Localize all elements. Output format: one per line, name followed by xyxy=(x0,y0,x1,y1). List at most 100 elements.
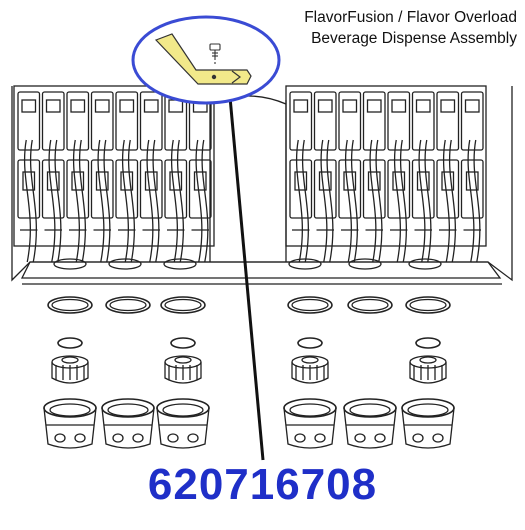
o-ring-large xyxy=(105,296,151,314)
valve-window xyxy=(416,171,430,191)
o-ring-large-inner xyxy=(291,298,329,312)
valve-window xyxy=(465,171,479,191)
cup-body xyxy=(283,407,337,449)
tube xyxy=(48,139,56,263)
tube xyxy=(103,139,111,263)
valve-upper xyxy=(139,91,163,151)
tube xyxy=(127,139,135,263)
cup-port xyxy=(167,433,179,443)
tube xyxy=(399,139,407,263)
valve-lower xyxy=(436,159,460,219)
cup-port xyxy=(132,433,144,443)
cup-port xyxy=(432,433,444,443)
cup-body xyxy=(156,407,210,449)
callout-highlight xyxy=(131,15,281,105)
valve-lower xyxy=(188,159,212,219)
tube xyxy=(195,139,203,263)
valve-window xyxy=(318,171,332,191)
tube xyxy=(152,139,160,263)
highlight-ellipse xyxy=(131,15,281,105)
valve-cap xyxy=(21,99,37,113)
tube xyxy=(326,139,334,263)
valve-window xyxy=(22,171,36,191)
valve-upper xyxy=(362,91,386,151)
cup-rim-inner xyxy=(49,403,91,417)
nozzle-body xyxy=(291,362,329,384)
valve-window xyxy=(46,171,60,191)
base-fitting xyxy=(108,258,142,270)
dispense-assembly-drawing xyxy=(11,85,513,285)
valve-cap xyxy=(143,99,159,113)
o-ring-large-inner xyxy=(109,298,147,312)
valve-lower xyxy=(41,159,65,219)
cup-port xyxy=(354,433,366,443)
o-ring-large xyxy=(287,296,333,314)
valve-bank-frame xyxy=(13,85,215,247)
valve-lower xyxy=(115,159,139,219)
valve-cap xyxy=(415,99,431,113)
o-ring-large xyxy=(160,296,206,314)
tube xyxy=(54,139,62,263)
cup-rim-inner xyxy=(107,403,149,417)
cup-port xyxy=(54,433,66,443)
tube xyxy=(78,139,86,263)
tube xyxy=(350,139,358,263)
base-fitting xyxy=(288,258,322,270)
cup-port xyxy=(294,433,306,443)
o-ring-small xyxy=(415,337,441,349)
valve-cap xyxy=(342,99,358,113)
leader-line xyxy=(227,85,265,461)
valve-lower xyxy=(289,159,313,219)
bracket-with-screw-icon xyxy=(154,33,252,85)
nozzle-hub xyxy=(174,356,192,364)
valve-cap xyxy=(464,99,480,113)
valve-cap xyxy=(391,99,407,113)
tube xyxy=(344,139,352,263)
cup-port xyxy=(314,433,326,443)
o-ring-large xyxy=(347,296,393,314)
valve-upper xyxy=(387,91,411,151)
valve-cap xyxy=(366,99,382,113)
valve-window xyxy=(343,171,357,191)
valve-lower xyxy=(66,159,90,219)
tube xyxy=(176,139,184,263)
tube xyxy=(442,139,450,263)
valve-cap xyxy=(317,99,333,113)
valve-cap xyxy=(70,99,86,113)
valve-window xyxy=(441,171,455,191)
tube xyxy=(170,139,178,263)
screw-icon xyxy=(209,43,221,66)
tube xyxy=(295,139,303,263)
o-ring-large-inner xyxy=(164,298,202,312)
tube xyxy=(97,139,105,263)
cup-rim-inner xyxy=(162,403,204,417)
valve-cap xyxy=(293,99,309,113)
cup-rim-inner xyxy=(289,403,331,417)
valve-upper xyxy=(289,91,313,151)
cup-port xyxy=(187,433,199,443)
tube xyxy=(393,139,401,263)
valve-window xyxy=(95,171,109,191)
nozzle-hub xyxy=(301,356,319,364)
tube xyxy=(72,139,80,263)
part-number: 620716708 xyxy=(147,460,378,509)
tube xyxy=(418,139,426,263)
valve-cap xyxy=(94,99,110,113)
cup-rim-inner xyxy=(407,403,449,417)
tube xyxy=(424,139,432,263)
o-ring-large xyxy=(405,296,451,314)
nozzle-hub xyxy=(419,356,437,364)
valve-upper xyxy=(411,91,435,151)
valve-window xyxy=(71,171,85,191)
valve-bank-frame xyxy=(285,85,487,247)
valve-lower xyxy=(164,159,188,219)
tube xyxy=(375,139,383,263)
nozzle-body xyxy=(51,362,89,384)
valve-lower xyxy=(338,159,362,219)
cup-port xyxy=(412,433,424,443)
nozzle-hub xyxy=(61,356,79,364)
tube xyxy=(320,139,328,263)
cup-port xyxy=(374,433,386,443)
o-ring-small xyxy=(57,337,83,349)
